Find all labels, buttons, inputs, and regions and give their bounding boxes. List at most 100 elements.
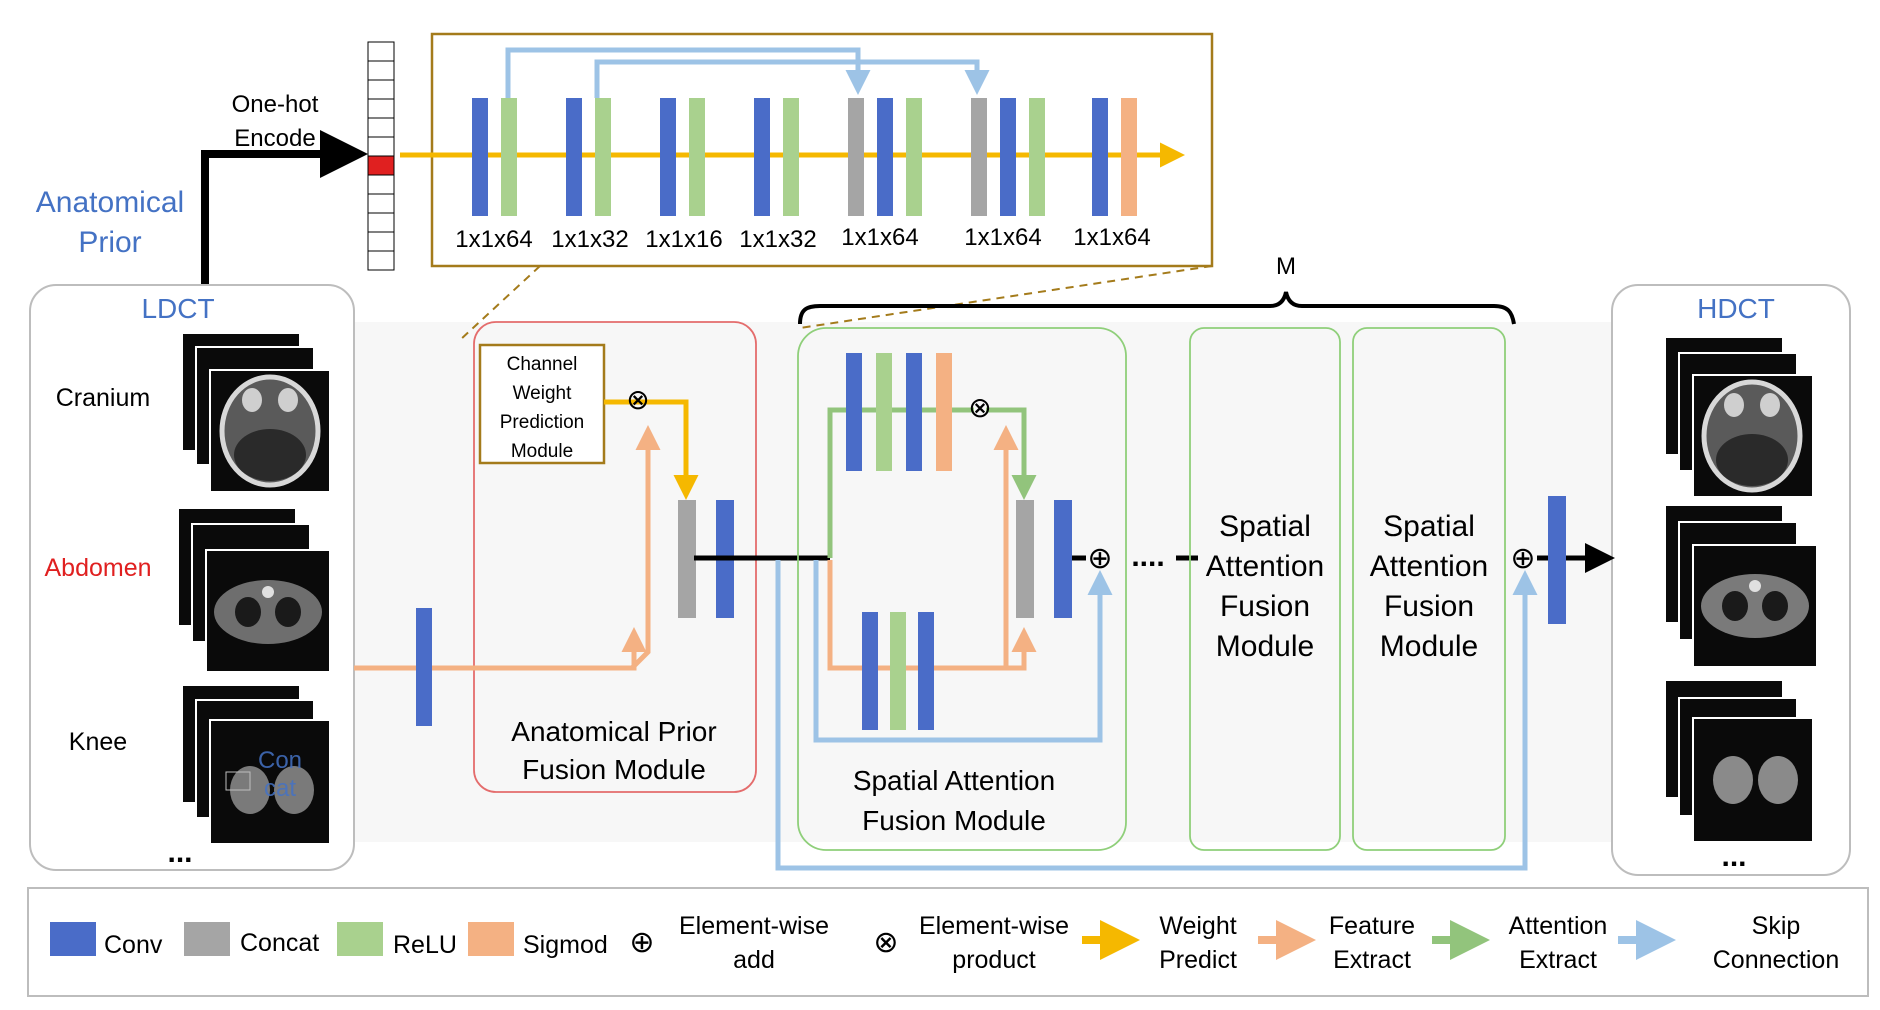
one-hot-cell bbox=[367, 136, 395, 157]
legend-sigmoid-label: Sigmod bbox=[523, 931, 608, 959]
repeat-label: M bbox=[1276, 253, 1296, 280]
cwp-concat-bar bbox=[971, 98, 987, 216]
one-hot-cell bbox=[367, 174, 395, 195]
apf-feature-to-product bbox=[630, 425, 661, 670]
legend-relu-swatch bbox=[337, 922, 383, 956]
legend-conv-swatch bbox=[50, 922, 96, 956]
repeat-brace bbox=[798, 291, 1516, 325]
saf-concat-bar bbox=[1016, 500, 1034, 618]
legend-concat-swatch bbox=[184, 922, 230, 956]
anatomical-prior-label-line1: Anatomical bbox=[36, 186, 184, 219]
one-hot-active-cell bbox=[367, 155, 395, 176]
cwp-detail-box bbox=[430, 32, 1214, 268]
cwp-layer-label: 1x1x16 bbox=[645, 226, 722, 253]
saf-top-sigmoid bbox=[936, 353, 952, 471]
hdct-ellipsis: ... bbox=[1721, 840, 1746, 873]
one-hot-cell bbox=[367, 79, 395, 100]
hdct-cranium-stack bbox=[1664, 336, 1814, 498]
zoom-line-right bbox=[799, 265, 1213, 329]
saf-module-box bbox=[797, 327, 1127, 851]
one-hot-cell bbox=[367, 231, 395, 252]
region-abdomen-label: Abdomen bbox=[44, 554, 151, 582]
saf-feature-to-concat bbox=[1004, 627, 1037, 671]
apf-concat-bar bbox=[678, 500, 696, 618]
ldct-overlay-text-line1: Con bbox=[258, 747, 302, 774]
region-knee-label: Knee bbox=[69, 728, 127, 756]
cwp-layer-labels: 1x1x64 1x1x32 1x1x16 1x1x32 1x1x64 1x1x6… bbox=[455, 224, 1150, 253]
final-add-symbol: ⊕ bbox=[1510, 542, 1535, 575]
legend-add-line2: add bbox=[733, 946, 775, 974]
saf-bottom-conv-2 bbox=[918, 612, 934, 730]
hdct-title: HDCT bbox=[1697, 293, 1775, 324]
cwp-layer-bars bbox=[472, 98, 1137, 216]
anatomical-prior-label-line2: Prior bbox=[78, 226, 141, 259]
saf-dots: .... bbox=[1131, 540, 1164, 573]
legend-box bbox=[27, 887, 1869, 997]
saf-block2-line3: Fusion bbox=[1220, 590, 1310, 623]
one-hot-label-line1: One-hot bbox=[232, 91, 319, 118]
legend-product-line1: Element-wise bbox=[919, 912, 1069, 940]
one-hot-cell bbox=[367, 117, 395, 138]
cwp-layer-label: 1x1x64 bbox=[455, 226, 532, 253]
apf-title-line1: Anatomical Prior bbox=[511, 716, 716, 747]
input-conv-bar bbox=[416, 608, 432, 726]
saf-skip-connection bbox=[813, 560, 1113, 743]
ldct-abdomen-stack bbox=[177, 507, 331, 673]
one-hot-cell bbox=[367, 60, 395, 81]
ldct-knee-stack: Con cat bbox=[181, 684, 331, 845]
legend-weight-line1: Weight bbox=[1159, 912, 1236, 940]
saf-title-line1: Spatial Attention bbox=[853, 765, 1055, 796]
hdct-knee-stack bbox=[1664, 679, 1814, 843]
one-hot-cell bbox=[367, 250, 395, 271]
ldct-overlay-text-line2: cat bbox=[264, 775, 296, 802]
cwp-layer-label: 1x1x64 bbox=[1073, 224, 1150, 251]
saf-block-2 bbox=[1189, 327, 1341, 851]
saf-bottom-conv-1 bbox=[862, 612, 878, 730]
saf-top-conv-2 bbox=[906, 353, 922, 471]
saf-block3-line3: Fusion bbox=[1384, 590, 1474, 623]
cwp-layer-label: 1x1x32 bbox=[739, 226, 816, 253]
apf-title-line2: Fusion Module bbox=[522, 754, 706, 785]
cwp-skip-arrow-1 bbox=[505, 47, 871, 98]
legend-relu-label: ReLU bbox=[393, 931, 457, 959]
cwp-module-line1: Channel bbox=[507, 354, 578, 375]
cwp-conv-bar bbox=[566, 98, 582, 216]
legend-concat-label: Concat bbox=[240, 929, 319, 957]
cwp-relu-bar bbox=[501, 98, 517, 216]
one-hot-cell bbox=[367, 98, 395, 119]
cwp-conv-bar bbox=[1092, 98, 1108, 216]
final-conv-bar bbox=[1548, 496, 1566, 624]
legend-conv-label: Conv bbox=[104, 931, 163, 959]
cwp-conv-bar bbox=[754, 98, 770, 216]
legend-product-symbol: ⊗ bbox=[873, 926, 898, 959]
saf-block2-line2: Attention bbox=[1206, 550, 1324, 583]
region-cranium-label: Cranium bbox=[56, 384, 150, 412]
legend-add-line1: Element-wise bbox=[679, 912, 829, 940]
cwp-relu-bar bbox=[595, 98, 611, 216]
saf-block2-line4: Module bbox=[1216, 630, 1314, 663]
one-hot-cell bbox=[367, 193, 395, 214]
ldct-title: LDCT bbox=[141, 293, 214, 324]
cwp-module-line3: Prediction bbox=[500, 412, 585, 433]
one-hot-label-line2: Encode bbox=[234, 125, 315, 152]
ldct-ellipsis: ... bbox=[167, 836, 192, 869]
saf-bottom-relu bbox=[890, 612, 906, 730]
legend-feature-line2: Extract bbox=[1333, 946, 1411, 974]
saf-attention-path-top bbox=[827, 407, 974, 558]
saf-attention-arrow bbox=[986, 407, 1037, 500]
hdct-abdomen-stack bbox=[1664, 504, 1818, 668]
apf-product-symbol: ⊗ bbox=[626, 384, 649, 415]
saf-product-symbol: ⊗ bbox=[968, 392, 991, 423]
saf-block3-line2: Attention bbox=[1370, 550, 1488, 583]
one-hot-cell bbox=[367, 41, 395, 62]
cwp-relu-bar bbox=[689, 98, 705, 216]
saf-top-relu-1 bbox=[876, 353, 892, 471]
cwp-module-line4: Module bbox=[511, 441, 573, 462]
global-skip-connection bbox=[775, 560, 1538, 871]
saf-conv-bar bbox=[1054, 500, 1072, 618]
cwp-relu-bar bbox=[783, 98, 799, 216]
cwp-layer-label: 1x1x64 bbox=[964, 224, 1041, 251]
one-hot-vector bbox=[367, 41, 395, 271]
legend-skip-line2: Connection bbox=[1713, 946, 1839, 974]
